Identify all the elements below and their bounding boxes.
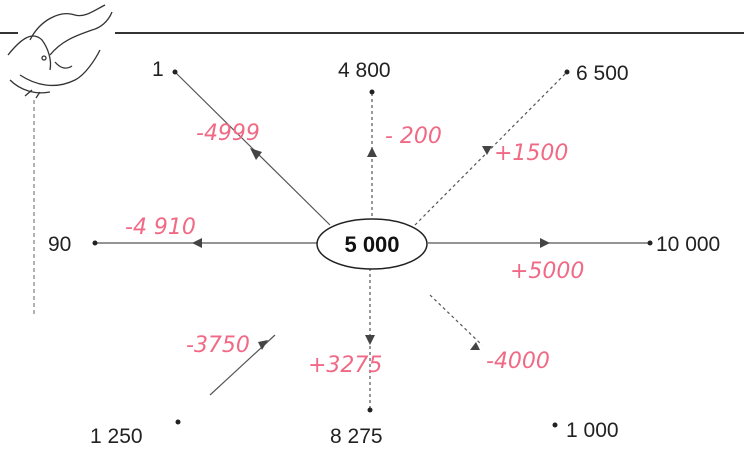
node-label-10000: 10 000 xyxy=(656,233,720,256)
center-value: 5 000 xyxy=(344,232,399,257)
flying-bird-doodle-icon xyxy=(8,5,112,98)
node-label-8275: 8 275 xyxy=(330,425,383,448)
edge-1000 xyxy=(430,295,482,345)
annotation-1: -4999 xyxy=(196,121,260,146)
arrowhead-10000 xyxy=(540,238,550,248)
annotation-10000: +5000 xyxy=(510,259,584,284)
annotation-6500: +1500 xyxy=(494,141,568,166)
arrowhead-6500 xyxy=(482,146,492,155)
dot-1000 xyxy=(553,423,558,428)
arrowhead-8275 xyxy=(365,335,375,345)
dot-4800 xyxy=(370,90,375,95)
dot-10000 xyxy=(648,241,653,246)
annotation-8275: +3275 xyxy=(308,353,382,378)
edge-1 xyxy=(175,72,330,225)
dot-1250 xyxy=(176,420,181,425)
dot-6500 xyxy=(565,70,570,75)
node-label-1: 1 xyxy=(152,58,164,81)
arrowhead-4800 xyxy=(367,147,377,157)
node-label-1250: 1 250 xyxy=(90,425,143,448)
annotation-90: -4 910 xyxy=(125,215,196,240)
annotation-1250: -3750 xyxy=(186,333,250,358)
dot-8275 xyxy=(368,408,373,413)
node-label-90: 90 xyxy=(48,233,71,256)
dot-90 xyxy=(93,241,98,246)
annotation-4800: - 200 xyxy=(385,124,442,149)
arrowhead-1 xyxy=(250,148,262,160)
annotation-1000: -4000 xyxy=(486,349,550,374)
node-label-1000: 1 000 xyxy=(566,419,619,442)
arrowhead-1000 xyxy=(470,342,480,350)
node-label-4800: 4 800 xyxy=(338,59,391,82)
dot-1 xyxy=(173,70,178,75)
node-label-6500: 6 500 xyxy=(576,62,629,85)
